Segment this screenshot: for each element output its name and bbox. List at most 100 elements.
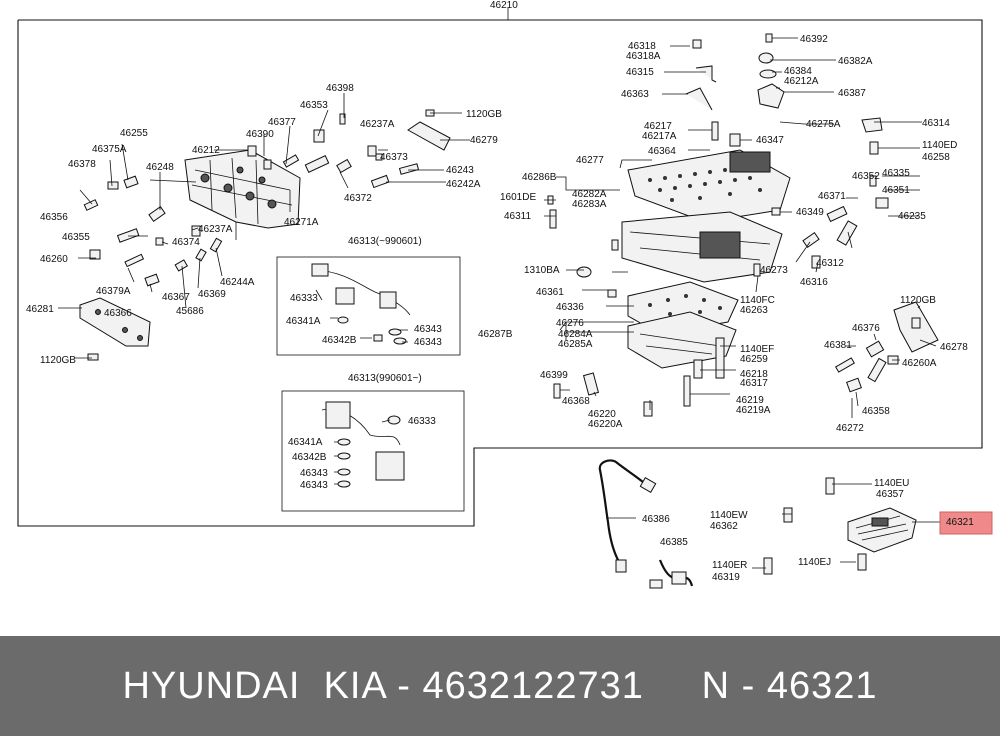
part-label-46313-990601-: 46313(990601~): [348, 373, 422, 384]
solenoid-box-early: [276, 256, 461, 356]
part-label-46283a: 46283A: [572, 199, 607, 210]
part-label-46318: 46318: [628, 41, 656, 52]
part-label-46313-990601-: 46313(~990601): [348, 236, 422, 247]
part-label-46353: 46353: [300, 100, 328, 111]
part-label-46374: 46374: [172, 237, 200, 248]
part-label-46248: 46248: [146, 162, 174, 173]
part-label-1140ed: 1140ED: [922, 140, 957, 151]
leader-lines: [58, 37, 940, 569]
part-label-46372: 46372: [344, 193, 372, 204]
main-frame: [17, 19, 983, 527]
part-number: 4632122731: [422, 664, 644, 707]
separator: -: [385, 664, 423, 707]
part-label-46378: 46378: [68, 159, 96, 170]
part-label-46343: 46343: [414, 324, 442, 335]
highlight-46321: [939, 511, 993, 535]
part-label-46317: 46317: [740, 378, 768, 389]
part-label-46343: 46343: [414, 337, 442, 348]
part-label-46220: 46220: [588, 409, 616, 420]
part-label-46272: 46272: [836, 423, 864, 434]
part-label-46342b: 46342B: [322, 335, 357, 346]
part-label-46368: 46368: [562, 396, 590, 407]
part-label-46343: 46343: [300, 480, 328, 491]
part-label-46282a: 46282A: [572, 189, 607, 200]
part-label-1140ew: 1140EW: [710, 510, 748, 521]
part-label-46342b: 46342B: [292, 452, 327, 463]
part-label-46255: 46255: [120, 128, 148, 139]
wire-harness-46385: [649, 559, 694, 589]
part-label-46281: 46281: [26, 304, 54, 315]
part-label-46351: 46351: [882, 185, 910, 196]
part-labels: 4631846318A46315463634639246382A46384462…: [26, 34, 974, 583]
part-label-46333: 46333: [290, 293, 318, 304]
part-label-45686: 45686: [176, 306, 204, 317]
part-label-46384: 46384: [784, 66, 812, 77]
part-label-1140eu: 1140EU: [874, 478, 909, 489]
part-label-46212a: 46212A: [784, 76, 819, 87]
part-label-46259: 46259: [740, 354, 768, 365]
part-label-46355: 46355: [62, 232, 90, 243]
lower-valve-body-right: [621, 211, 783, 283]
part-label-46335: 46335: [882, 168, 910, 179]
part-label-1120gb: 1120GB: [900, 295, 936, 306]
part-label-46399: 46399: [540, 370, 568, 381]
part-label-46277: 46277: [576, 155, 604, 166]
footer-bar: HYUNDAI KIA - 4632122731 N - 46321: [0, 636, 1000, 736]
part-label-46363: 46363: [621, 89, 649, 100]
part-label-46314: 46314: [922, 118, 950, 129]
part-label-46347: 46347: [756, 135, 784, 146]
part-label-46321: 46321: [946, 517, 974, 528]
part-label-46217a: 46217A: [642, 131, 677, 142]
part-label-46319: 46319: [712, 572, 740, 583]
part-label-46316: 46316: [800, 277, 828, 288]
solenoid-box-late: [281, 390, 465, 512]
part-label-46219: 46219: [736, 395, 764, 406]
part-label-46385: 46385: [660, 537, 688, 548]
part-label-46271a: 46271A: [284, 217, 319, 228]
lower-body-right: [627, 311, 737, 369]
brand-text: HYUNDAI KIA: [122, 664, 386, 707]
part-label-46278: 46278: [940, 342, 968, 353]
part-label-46381: 46381: [824, 340, 852, 351]
part-label-1140er: 1140ER: [712, 560, 747, 571]
part-label-46341a: 46341A: [286, 316, 321, 327]
part-label-46371: 46371: [818, 191, 846, 202]
part-label-46390: 46390: [246, 129, 274, 140]
part-label-46275a: 46275A: [806, 119, 841, 130]
part-label-1601de: 1601DE: [500, 192, 536, 203]
part-label-46386: 46386: [642, 514, 670, 525]
part-label-46376: 46376: [852, 323, 880, 334]
part-label-1140ef: 1140EF: [740, 344, 774, 355]
part-label-46276: 46276: [556, 318, 584, 329]
part-label-46260a: 46260A: [902, 358, 937, 369]
part-label-46369: 46369: [198, 289, 226, 300]
part-label-46286b: 46286B: [522, 172, 557, 183]
part-label-46341a: 46341A: [288, 437, 323, 448]
separator-plate-left: [79, 297, 151, 347]
part-label-46364: 46364: [648, 146, 676, 157]
upper-valve-body-left: [184, 149, 301, 229]
part-label-46312: 46312: [816, 258, 844, 269]
part-label-46237a: 46237A: [360, 119, 395, 130]
part-label-46217: 46217: [644, 121, 672, 132]
footer-caption: HYUNDAI KIA - 4632122731 N - 46321: [122, 665, 877, 708]
n-label: N: [701, 664, 731, 707]
bolts-bottom: [763, 477, 867, 575]
part-label-46379a: 46379A: [96, 286, 131, 297]
part-label-46242a: 46242A: [446, 179, 481, 190]
part-label-46362: 46362: [710, 521, 738, 532]
n-value: 46321: [766, 664, 878, 707]
part-label-46398: 46398: [326, 83, 354, 94]
part-label-46284a: 46284A: [558, 329, 593, 340]
solenoid-late-parts: [321, 401, 405, 488]
part-label-46333: 46333: [408, 416, 436, 427]
part-label-1140ej: 1140EJ: [798, 557, 831, 568]
part-label-46352: 46352: [852, 171, 880, 182]
part-label-46235: 46235: [898, 211, 926, 222]
part-label-46285a: 46285A: [558, 339, 593, 350]
part-label-46387: 46387: [838, 88, 866, 99]
part-label-46361: 46361: [536, 287, 564, 298]
part-label-46366: 46366: [104, 308, 132, 319]
part-label-46373: 46373: [380, 152, 408, 163]
part-label-46311: 46311: [504, 211, 532, 222]
